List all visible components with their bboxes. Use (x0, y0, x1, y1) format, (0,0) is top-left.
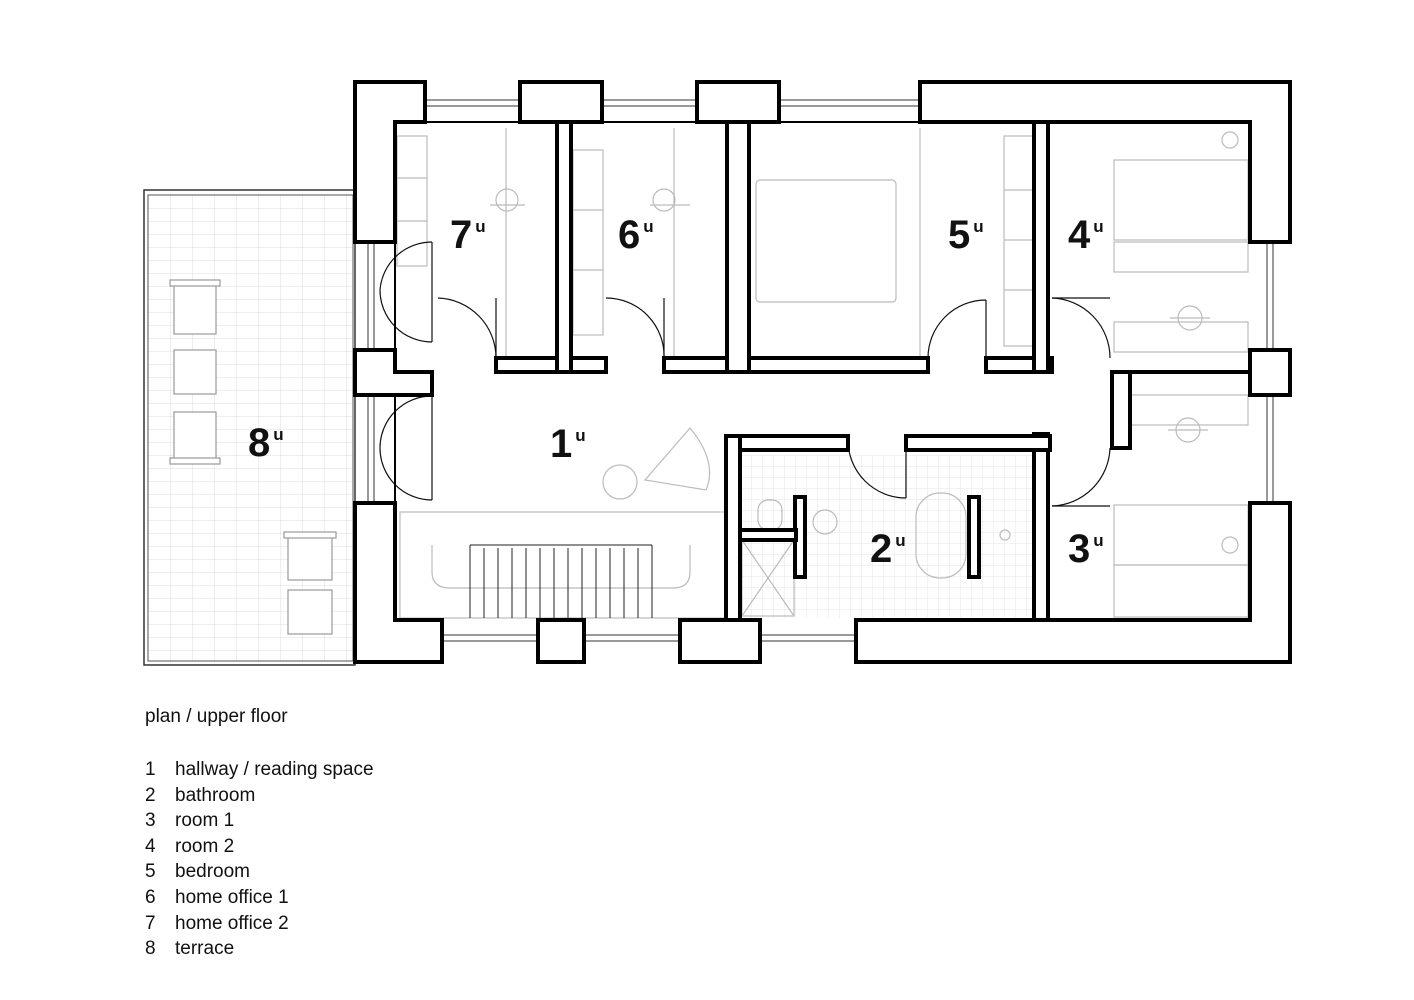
legend-item-number: 1 (145, 759, 156, 780)
legend-item-number: 5 (145, 861, 156, 883)
floor-plan: 1u 2u 3u 4u 5u 6u 7u 8u (143, 80, 1292, 666)
legend-item: 7 home office 2 (145, 911, 374, 937)
legend-item-number: 4 (145, 835, 156, 857)
legend-item-label: hallway / reading space (175, 759, 374, 780)
legend: 1 hallway / reading space 2 bathroom 3 room… (145, 757, 374, 962)
walls (353, 80, 1292, 664)
legend-item: 4 room 2 (145, 834, 374, 860)
legend-item-label: home office 1 (175, 886, 289, 908)
legend-item-label: room 1 (175, 810, 235, 832)
legend-item-label: home office 2 (175, 912, 289, 934)
legend-item-label: terrace (175, 938, 235, 960)
legend-item: 1 hallway / reading space (145, 757, 374, 783)
legend-item: 6 home office 1 (145, 885, 374, 911)
legend-item: 5 bedroom (145, 859, 374, 885)
legend-item-number: 7 (145, 912, 156, 934)
legend-item-label: bedroom (175, 861, 250, 883)
legend-item-number: 6 (145, 886, 156, 908)
legend-item: 3 room 1 (145, 808, 374, 834)
terrace (143, 189, 356, 666)
stair-treads (483, 548, 639, 618)
inner-walls (394, 121, 1250, 503)
legend-item-label: bathroom (175, 784, 256, 806)
legend-item: 8 terrace (145, 936, 374, 962)
windows (367, 99, 1274, 642)
legend-item-number: 2 (145, 784, 156, 806)
legend-item-number: 3 (145, 810, 156, 832)
legend-title: plan / upper floor (145, 706, 288, 727)
legend-item: 2 bathroom (145, 783, 374, 809)
legend-item-number: 8 (145, 938, 156, 960)
legend-item-label: room 2 (175, 835, 235, 857)
